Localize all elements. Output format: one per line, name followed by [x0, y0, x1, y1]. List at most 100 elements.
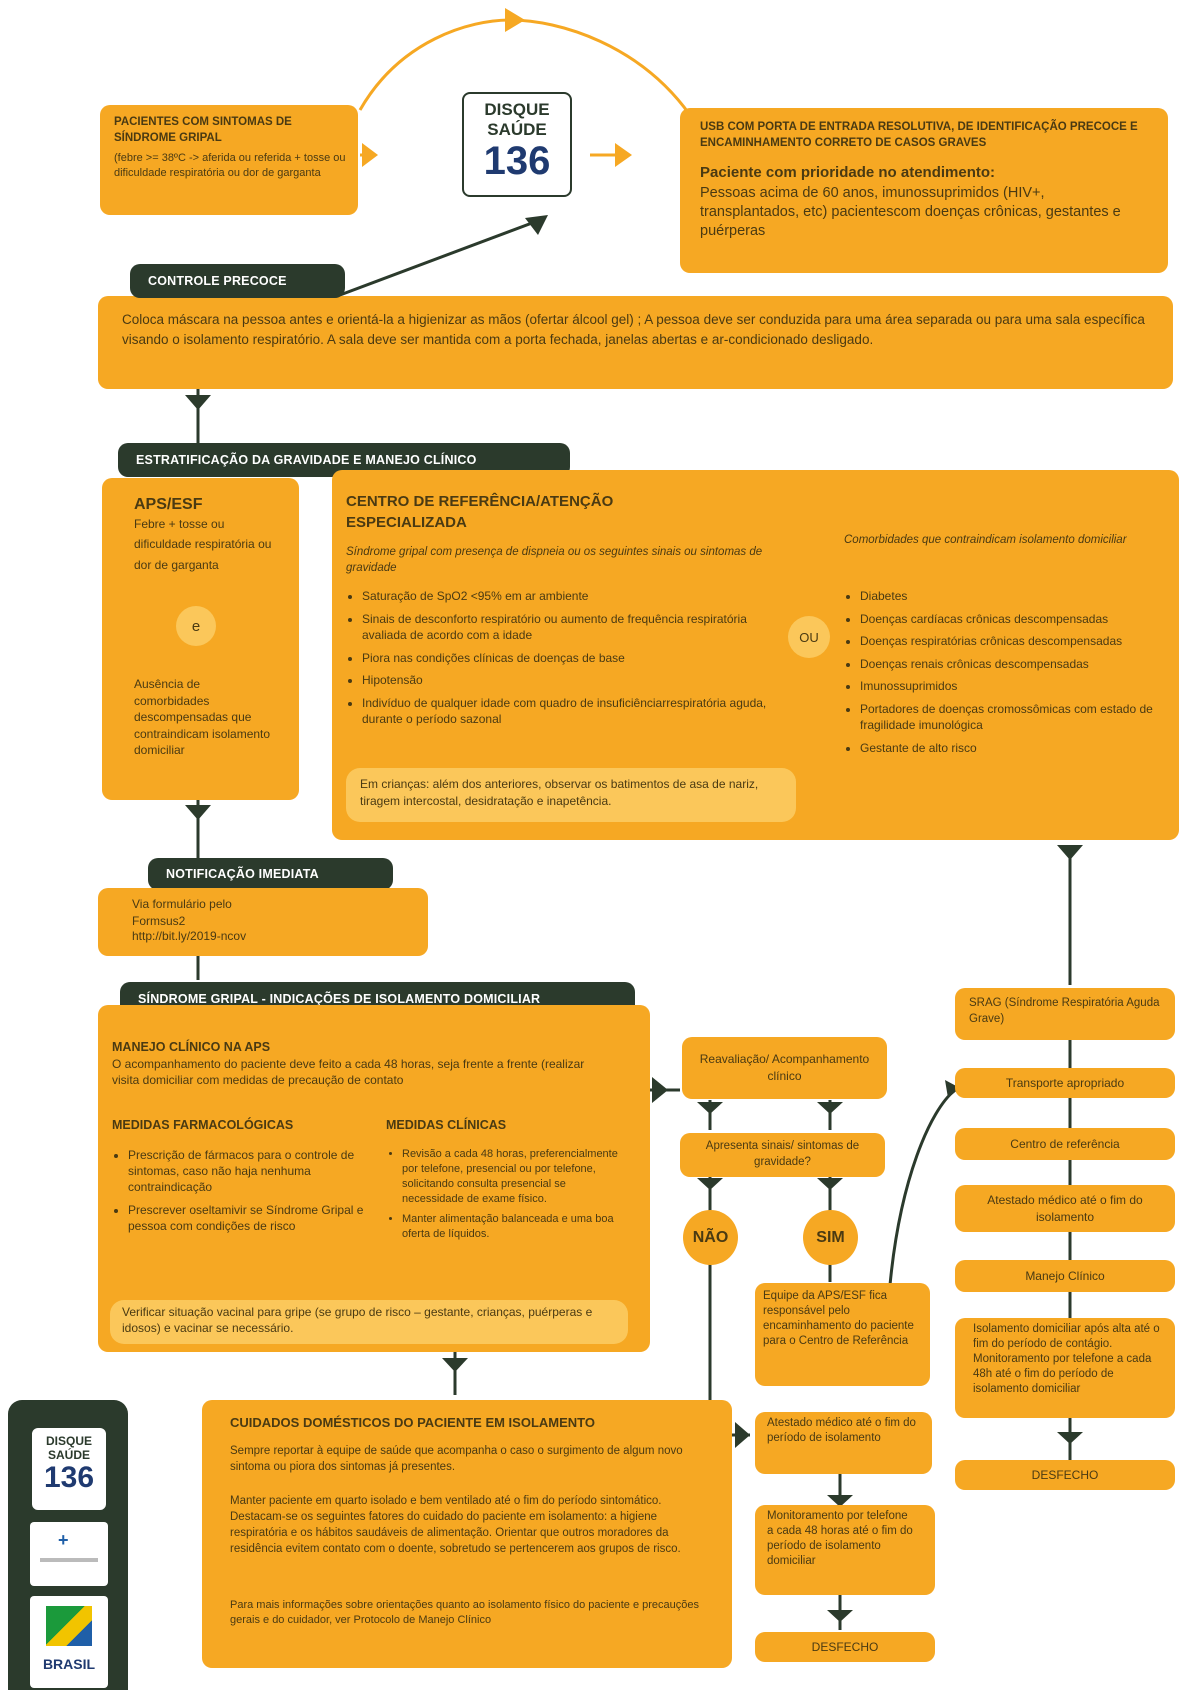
transporte-text: Transporte apropriado: [1005, 1075, 1125, 1090]
patients-text: (febre >= 38ºC -> aferida ou referida + …: [114, 152, 346, 180]
notificacao-tag: NOTIFICAÇÃO IMEDIATA: [148, 858, 393, 890]
cuidados-p3: Para mais informações sobre orientações …: [230, 1599, 699, 1627]
centro-item: Indivíduo de qualquer idade com quadro d…: [362, 695, 776, 728]
reavaliacao-box: Reavaliação/ Acompanhamento clínico: [682, 1037, 887, 1099]
usb-title: USB COM PORTA DE ENTRADA RESOLUTIVA, DE …: [700, 121, 1138, 149]
cuidados-p2: Manter paciente em quarto isolado e bem …: [230, 1495, 681, 1555]
manejo-clinico-text: Manejo Clínico: [1025, 1268, 1105, 1283]
patients-title: PACIENTES COM SINTOMAS DE SÍNDROME GRIPA…: [114, 116, 292, 144]
desfecho-mid-box: DESFECHO: [755, 1632, 935, 1662]
aps-connector-e: e: [176, 606, 216, 646]
isolamento-text: Isolamento domiciliar após alta até o fi…: [973, 1323, 1160, 1395]
nao-circle: NÃO: [683, 1210, 738, 1265]
clin-item: Revisão a cada 48 horas, preferencialmen…: [402, 1147, 626, 1206]
farm-title: MEDIDAS FARMACOLÓGICAS: [112, 1118, 294, 1132]
brasil-logo: BRASIL: [30, 1596, 108, 1688]
centro-items: Saturação de SpO2 <95% em ar ambiente Si…: [346, 588, 776, 734]
apresenta-text: Apresenta sinais/ sintomas de gravidade?: [705, 1140, 860, 1168]
comorb-item: Imunossuprimidos: [860, 678, 1164, 695]
usb-priority-title: Paciente com prioridade no atendimento:: [700, 164, 996, 181]
comorb-item: Doenças renais crônicas descompensadas: [860, 656, 1164, 673]
centro-item: Saturação de SpO2 <95% em ar ambiente: [362, 588, 776, 605]
logo-line1: DISQUE: [484, 100, 550, 119]
controle-box: Coloca máscara na pessoa antes e orientá…: [98, 296, 1173, 389]
side-logo-line1: DISQUE: [45, 1434, 92, 1448]
logo-line2: SAÚDE: [487, 120, 547, 139]
brasil-text: BRASIL: [42, 1656, 96, 1672]
cuidados-p1: Sempre reportar à equipe de saúde que ac…: [230, 1445, 683, 1473]
controle-text: Coloca máscara na pessoa antes e orientá…: [122, 312, 1145, 347]
aps-title: APS/ESF: [134, 496, 203, 513]
ministerio-bar-icon: [40, 1558, 98, 1562]
cuidados-title: CUIDADOS DOMÉSTICOS DO PACIENTE EM ISOLA…: [230, 1415, 595, 1430]
sindrome-box: MANEJO CLÍNICO NA APS O acompanhamento d…: [98, 1005, 650, 1352]
farm-item: Prescrição de fármacos para o controle d…: [128, 1147, 372, 1196]
comorb-title: Comorbidades que contraindicam isolament…: [844, 534, 1127, 546]
apresenta-box: Apresenta sinais/ sintomas de gravidade?: [680, 1133, 885, 1177]
centro-children-box: Em crianças: além dos anteriores, observ…: [346, 768, 796, 822]
srag-text: SRAG (Síndrome Respiratória Aguda Grave): [969, 997, 1160, 1025]
aps-box: APS/ESF Febre + tosse ou dificuldade res…: [102, 478, 299, 800]
centro-title: CENTRO DE REFERÊNCIA/ATENÇÃO ESPECIALIZA…: [346, 493, 614, 531]
desfecho-mid-text: DESFECHO: [811, 1639, 879, 1654]
centro-intro: Síndrome gripal com presença de dispneia…: [346, 546, 763, 574]
ministerio-logo: +: [30, 1522, 108, 1586]
manejo-title: MANEJO CLÍNICO NA APS: [112, 1040, 271, 1054]
vacina-text: Verificar situação vacinal para gripe (s…: [122, 1305, 593, 1335]
comorb-item: Gestante de alto risco: [860, 740, 1164, 757]
equipe-text: Equipe da APS/ESF fica responsável pelo …: [763, 1290, 914, 1347]
centro-item: Sinais de desconforto respiratório ou au…: [362, 611, 776, 644]
monitoramento-text: Monitoramento por telefone a cada 48 hor…: [767, 1510, 913, 1567]
atestado-mid-text: Atestado médico até o fim do período de …: [767, 1417, 916, 1444]
sus-plus-icon: +: [58, 1530, 69, 1550]
vacina-box: Verificar situação vacinal para gripe (s…: [110, 1300, 628, 1344]
disque-saude-logo: DISQUE SAÚDE 136: [462, 92, 572, 197]
desfecho-right-box: DESFECHO: [955, 1460, 1175, 1490]
centro-or: OU: [788, 616, 830, 658]
clin-items: Revisão a cada 48 horas, preferencialmen…: [386, 1147, 626, 1248]
comorb-item: Diabetes: [860, 588, 1164, 605]
monitoramento-box: Monitoramento por telefone a cada 48 hor…: [755, 1505, 935, 1595]
comorb-item: Doenças cardíacas crônicas descompensada…: [860, 611, 1164, 628]
comorb-items: Diabetes Doenças cardíacas crônicas desc…: [844, 588, 1164, 762]
atestado-mid-box: Atestado médico até o fim do período de …: [755, 1412, 932, 1474]
srag-box: SRAG (Síndrome Respiratória Aguda Grave): [955, 988, 1175, 1040]
logo-number: 136: [483, 139, 551, 183]
farm-items: Prescrição de fármacos para o controle d…: [112, 1147, 372, 1240]
notificacao-link[interactable]: http://bit.ly/2019-ncov: [132, 929, 247, 943]
atestado-right-text: Atestado médico até o fim do isolamento: [987, 1192, 1143, 1224]
sim-circle: SIM: [803, 1210, 858, 1265]
controle-tag: CONTROLE PRECOCE: [130, 264, 345, 298]
desfecho-right-text: DESFECHO: [1031, 1467, 1099, 1482]
comorb-item: Portadores de doenças cromossômicas com …: [860, 701, 1164, 734]
comorb-item: Doenças respiratórias crônicas descompen…: [860, 633, 1164, 650]
patients-box: PACIENTES COM SINTOMAS DE SÍNDROME GRIPA…: [100, 105, 358, 215]
clin-title: MEDIDAS CLÍNICAS: [386, 1118, 507, 1132]
reavaliacao-text: Reavaliação/ Acompanhamento clínico: [699, 1052, 870, 1083]
notificacao-text1: Via formulário pelo Formsus2: [132, 897, 232, 928]
side-disque-logo: DISQUE SAÚDE 136: [30, 1426, 108, 1512]
manejo-box: Manejo Clínico: [955, 1260, 1175, 1292]
centro-item: Piora nas condições clínicas de doenças …: [362, 650, 776, 667]
aps-text1: Febre + tosse ou dificuldade respiratóri…: [134, 517, 272, 572]
transporte-box: Transporte apropriado: [955, 1068, 1175, 1098]
centro-ref-text: Centro de referência: [1010, 1136, 1120, 1151]
brasil-flag-icon: [46, 1606, 92, 1646]
equipe-box: Equipe da APS/ESF fica responsável pelo …: [755, 1283, 930, 1386]
farm-item: Prescrever oseltamivir se Síndrome Gripa…: [128, 1202, 372, 1234]
centro-item: Hipotensão: [362, 672, 776, 689]
side-logo-line2: SAÚDE: [47, 1448, 90, 1462]
centro-box: CENTRO DE REFERÊNCIA/ATENÇÃO ESPECIALIZA…: [332, 470, 1179, 840]
aps-text2: Ausência de comorbidades descompensadas …: [134, 677, 271, 758]
usb-box: USB COM PORTA DE ENTRADA RESOLUTIVA, DE …: [680, 108, 1168, 273]
isolamento-box: Isolamento domiciliar após alta até o fi…: [955, 1318, 1175, 1418]
side-logo-panel: DISQUE SAÚDE 136 + BRASIL: [8, 1400, 128, 1690]
cuidados-box: CUIDADOS DOMÉSTICOS DO PACIENTE EM ISOLA…: [202, 1400, 732, 1668]
manejo-text: O acompanhamento do paciente deve feito …: [112, 1057, 585, 1087]
side-logo-number: 136: [43, 1461, 95, 1494]
clin-item: Manter alimentação balanceada e uma boa …: [402, 1212, 626, 1242]
atestado-right-box: Atestado médico até o fim do isolamento: [955, 1185, 1175, 1232]
usb-priority-text: Pessoas acima de 60 anos, imunossuprimid…: [700, 185, 1121, 239]
centro-ref-box: Centro de referência: [955, 1128, 1175, 1160]
